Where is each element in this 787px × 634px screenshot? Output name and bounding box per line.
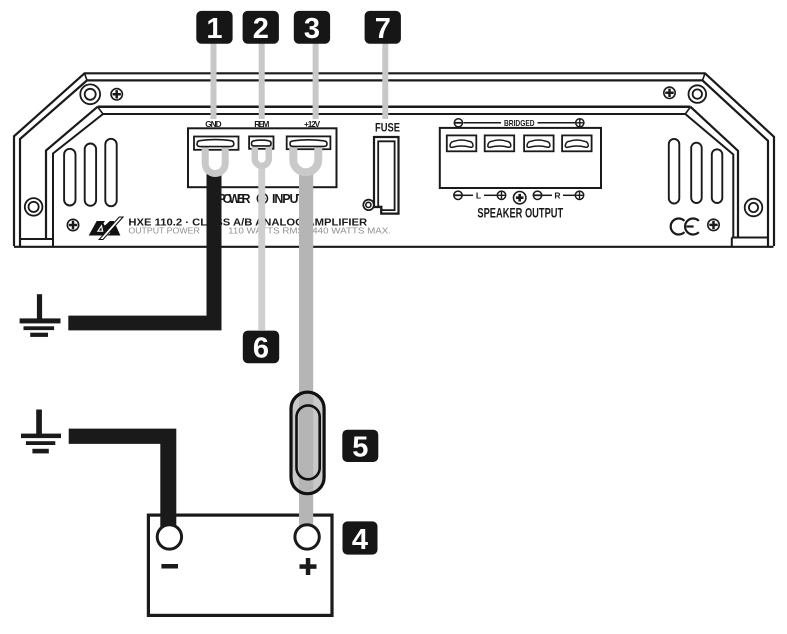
svg-text:6: 6 [253,333,269,365]
svg-text:3: 3 [304,13,320,45]
svg-text:R: R [554,190,560,200]
svg-text:INPUT: INPUT [272,192,305,206]
svg-text:OUTPUT POWER: OUTPUT POWER [128,227,200,236]
svg-text:GND: GND [205,119,221,129]
svg-text:SPEAKER OUTPUT: SPEAKER OUTPUT [477,204,563,220]
svg-text:7: 7 [375,13,391,45]
svg-text:2: 2 [253,13,269,45]
svg-text:POWER: POWER [218,192,251,206]
svg-text:BRIDGED: BRIDGED [504,118,535,128]
svg-text:+12V: +12V [304,119,321,129]
svg-text:L: L [476,190,481,200]
svg-text:5: 5 [352,432,368,464]
svg-text:1: 1 [206,13,222,45]
svg-text:FUSE: FUSE [375,123,400,135]
svg-text:REM: REM [254,119,269,129]
svg-text:4: 4 [352,524,368,556]
